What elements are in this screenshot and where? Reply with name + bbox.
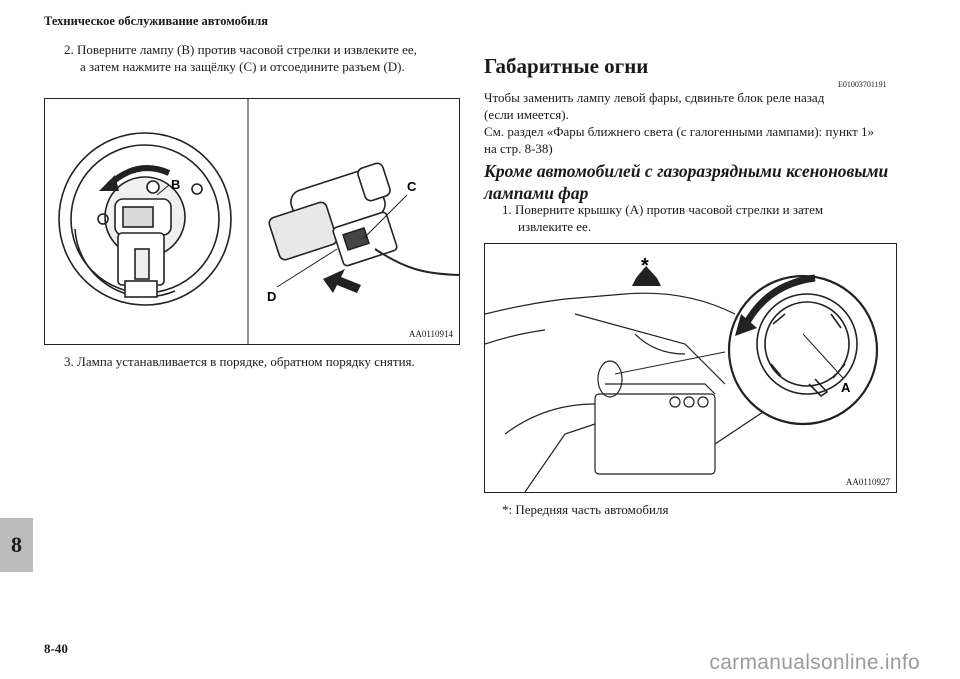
step-1-line-1: 1. Поверните крышку (A) против часовой с… — [502, 202, 824, 217]
step-1-line-2: извлеките ее. — [518, 219, 592, 234]
label-a: A — [841, 380, 851, 395]
label-d: D — [267, 289, 276, 304]
label-b: B — [171, 177, 180, 192]
subsection-title-line-2: лампами фар — [484, 183, 589, 203]
intro-line-1: Чтобы заменить лампу левой фары, сдвиньт… — [484, 90, 825, 105]
figure-cover-removal: A * AA0110927 — [484, 243, 897, 493]
figure-bulb-removal: B C D AA0110914 — [44, 98, 460, 345]
watermark: carmanualsonline.info — [709, 651, 920, 674]
intro-line-2: (если имеется). — [484, 107, 569, 122]
doc-code: E01003701191 — [838, 80, 887, 89]
label-star: * — [641, 255, 649, 277]
footnote: *: Передняя часть автомобиля — [502, 502, 669, 517]
figure-code: AA0110914 — [408, 329, 453, 339]
label-c: C — [407, 179, 417, 194]
bulb-removal-illustration: B C D — [58, 99, 459, 344]
intro-line-3: См. раздел «Фары ближнего света (с галог… — [484, 124, 875, 139]
page-number: 8-40 — [44, 641, 68, 656]
step-2-line-1: 2. Поверните лампу (B) против часовой ст… — [64, 42, 417, 57]
chapter-number: 8 — [11, 532, 22, 557]
step-2-line-2: а затем нажмите на защёлку (C) и отсоеди… — [80, 59, 405, 74]
section-title: Габаритные огни — [484, 54, 649, 78]
front-arrow-icon — [632, 278, 661, 286]
step-3: 3. Лампа устанавливается в порядке, обра… — [64, 354, 415, 369]
chapter-tab: 8 — [0, 518, 33, 572]
subsection-title-line-1: Кроме автомобилей с газоразрядными ксено… — [484, 161, 889, 181]
cover-removal-illustration: A * — [485, 255, 879, 492]
running-header: Техническое обслуживание автомобиля — [44, 14, 269, 28]
intro-line-4: на стр. 8-38) — [484, 141, 553, 156]
figure-code: AA0110927 — [845, 477, 890, 487]
